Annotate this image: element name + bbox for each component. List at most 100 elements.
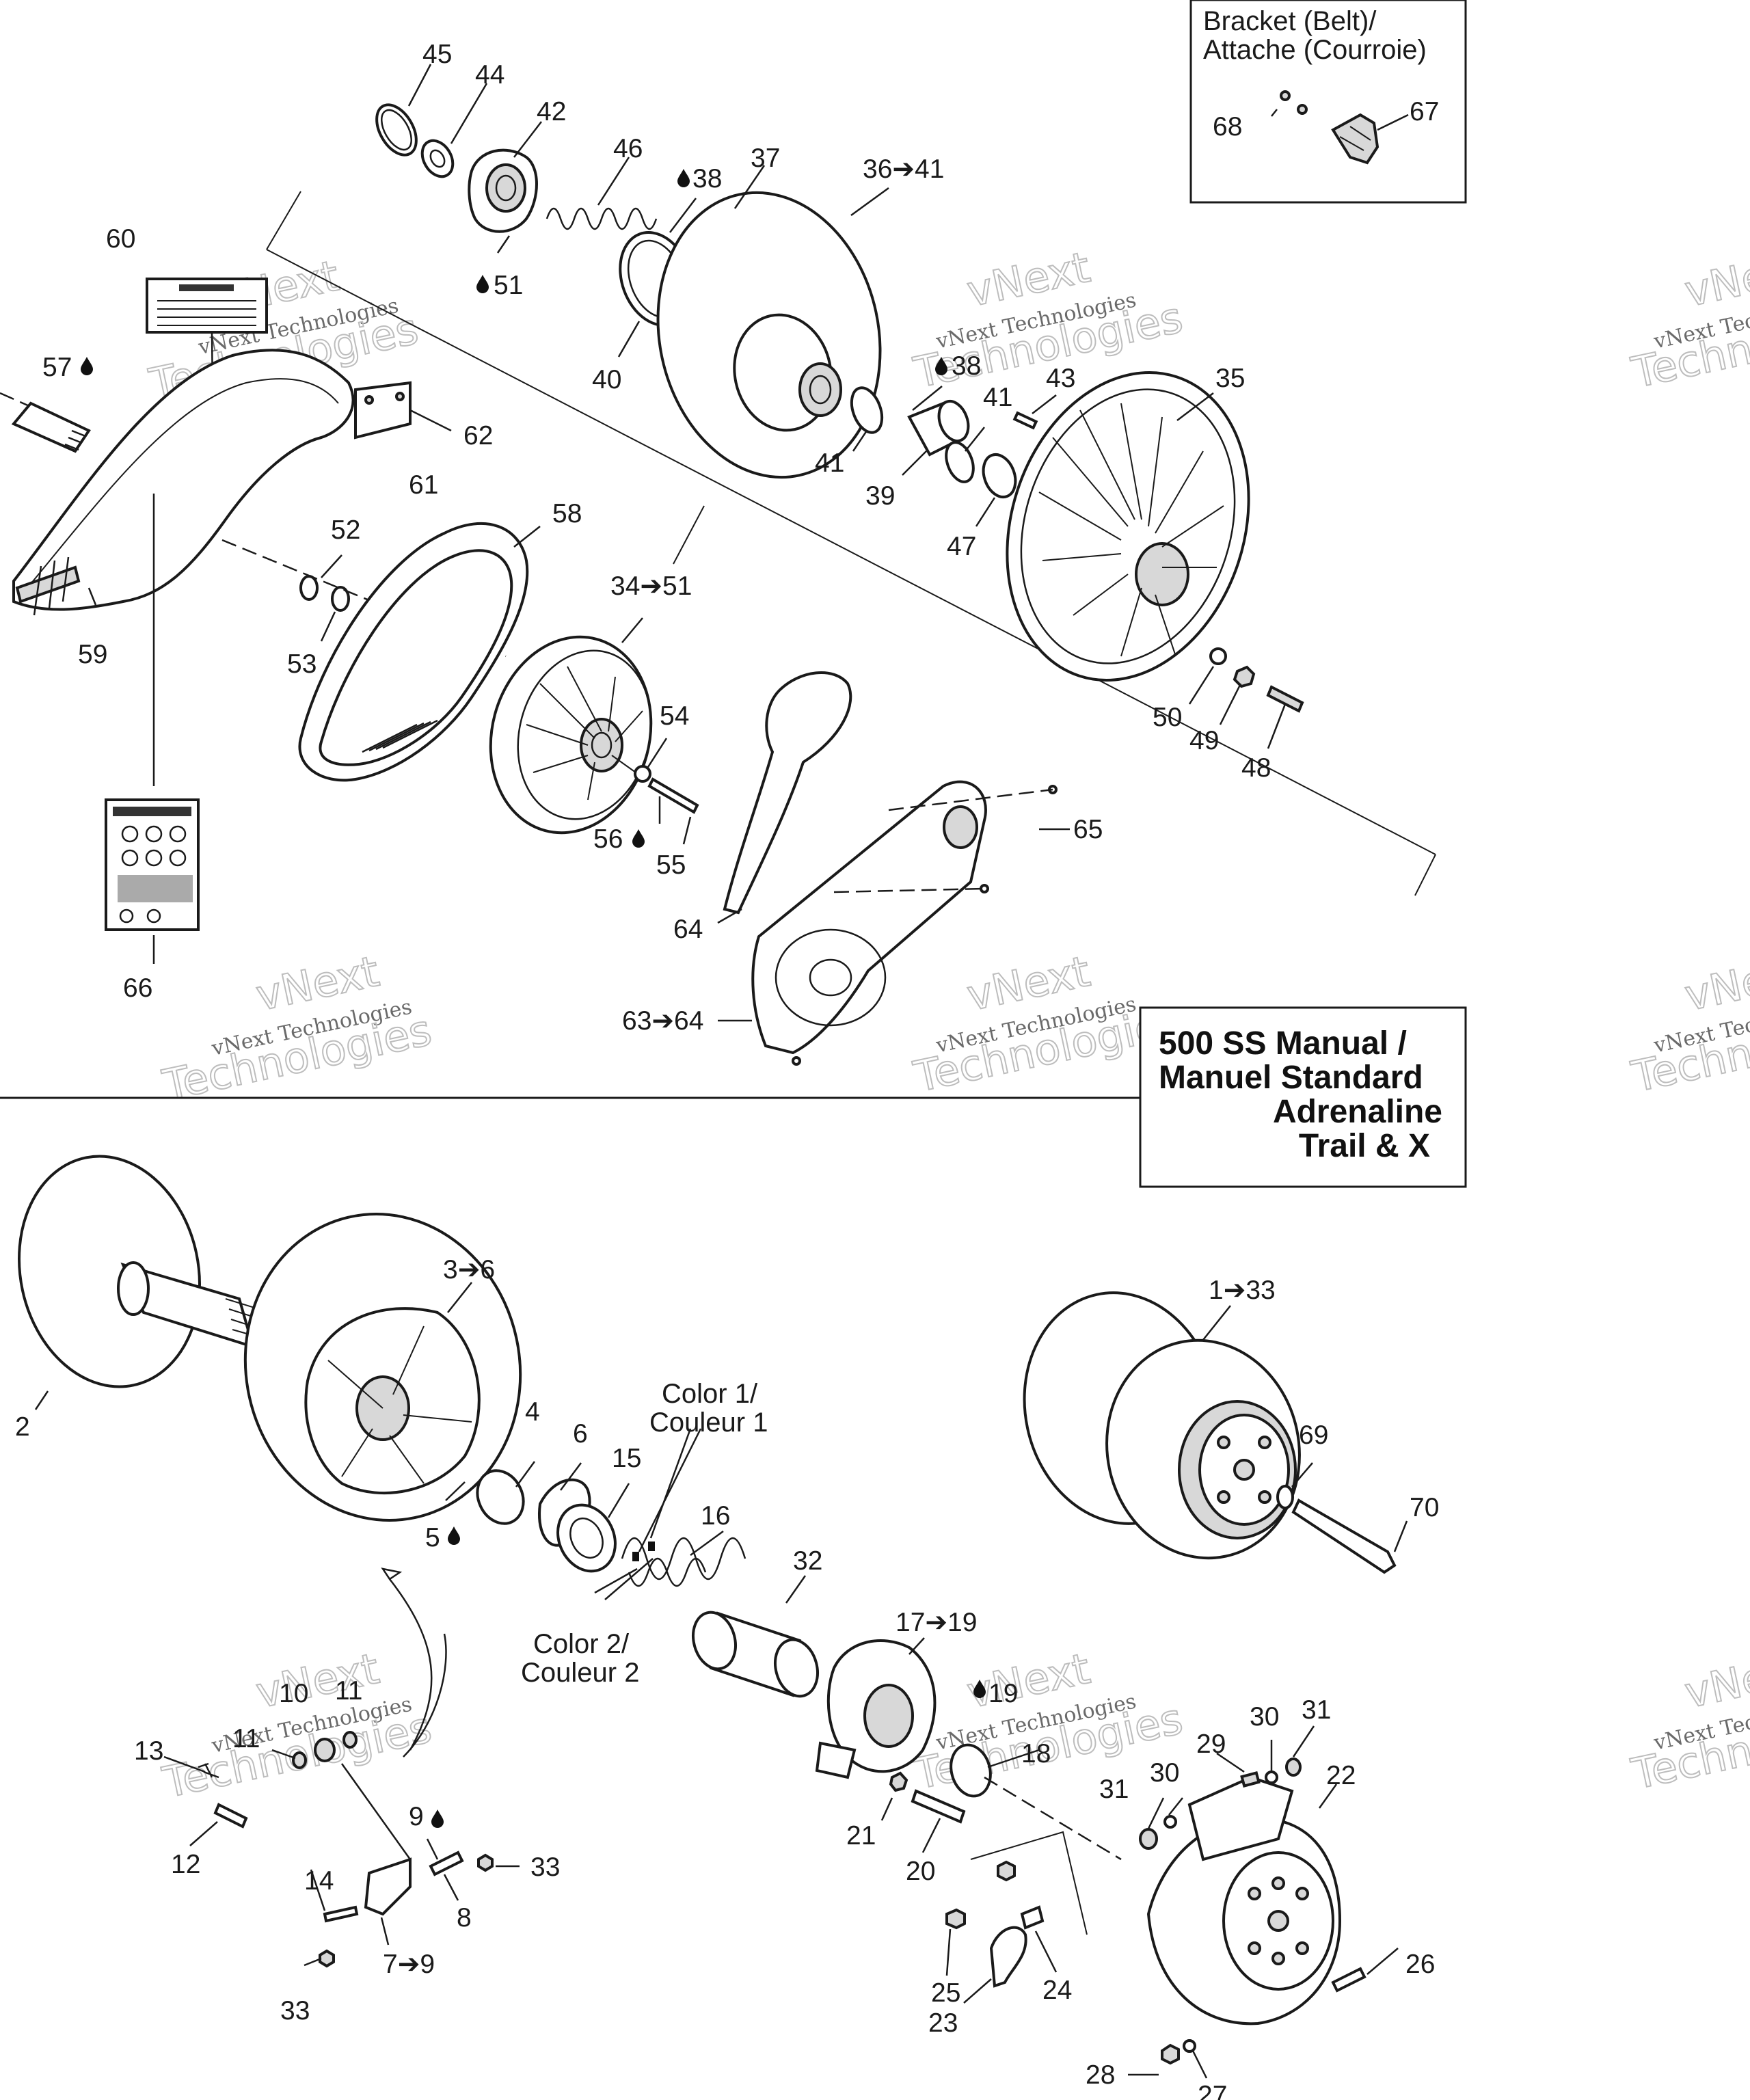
callouts-bottom: 3➔6 1➔33 2 4 6 15 Color 1/ Couleur 1 69 … bbox=[15, 1255, 1439, 2100]
callout-32: 32 bbox=[793, 1546, 822, 1576]
leaders-top bbox=[88, 64, 1287, 1022]
grease-icon bbox=[677, 169, 690, 187]
sleeve-32 bbox=[692, 1611, 819, 1698]
washer-11b bbox=[342, 1731, 358, 1749]
bracket-part-67 bbox=[1331, 113, 1379, 165]
cam-42 bbox=[468, 148, 538, 233]
callout-69: 69 bbox=[1299, 1421, 1328, 1450]
grease-icon bbox=[81, 357, 93, 375]
washer-30b bbox=[1163, 1815, 1177, 1829]
callout-11b: 11 bbox=[232, 1724, 260, 1753]
callout-45: 45 bbox=[422, 40, 452, 69]
screw-25b bbox=[997, 1860, 1016, 1882]
callout-1-33: 1➔33 bbox=[1209, 1276, 1276, 1305]
callout-22: 22 bbox=[1326, 1761, 1356, 1790]
arm-7-9 bbox=[364, 1857, 412, 1916]
inset-box: Bracket (Belt)/ Attache (Courroie) 67 68 bbox=[1189, 0, 1467, 204]
screw-33 bbox=[477, 1853, 494, 1872]
model-line2: Manuel Standard bbox=[1159, 1060, 1423, 1096]
grease-icon bbox=[476, 275, 489, 293]
callout-64: 64 bbox=[673, 915, 703, 944]
driven-pulley-34-51 bbox=[489, 635, 653, 835]
screw-33b bbox=[319, 1949, 335, 1968]
arrow-up-link bbox=[403, 1633, 447, 1758]
callout-4: 4 bbox=[525, 1397, 540, 1427]
washer-69 bbox=[1276, 1485, 1294, 1509]
callout-12: 12 bbox=[171, 1850, 200, 1879]
callout-66: 66 bbox=[123, 973, 152, 1003]
callout-31b: 31 bbox=[1099, 1775, 1129, 1804]
screw-part-68 bbox=[1280, 90, 1291, 101]
callout-2: 2 bbox=[15, 1412, 30, 1442]
callout-54: 54 bbox=[660, 701, 689, 731]
warning-label-60 bbox=[146, 278, 268, 334]
screw-48 bbox=[1266, 685, 1304, 713]
callout-8: 8 bbox=[457, 1903, 472, 1933]
callout-7-9: 7➔9 bbox=[383, 1950, 435, 1979]
grease-icon bbox=[632, 829, 645, 848]
callout-31: 31 bbox=[1302, 1695, 1331, 1725]
callout-5: 5 bbox=[425, 1523, 440, 1552]
callout-39: 39 bbox=[865, 481, 895, 511]
callout-47: 47 bbox=[947, 532, 976, 561]
callout-24: 24 bbox=[1042, 1976, 1072, 2005]
callout-37: 37 bbox=[751, 144, 780, 173]
instruction-label-66 bbox=[105, 798, 200, 931]
leaders-bottom bbox=[34, 1282, 1408, 2079]
bushing-39 bbox=[907, 399, 970, 457]
callout-52: 52 bbox=[331, 515, 360, 545]
callout-26: 26 bbox=[1405, 1950, 1435, 1979]
callout-53: 53 bbox=[287, 649, 317, 679]
inset-title-line1: Bracket (Belt)/ bbox=[1203, 6, 1377, 36]
callout-10: 10 bbox=[279, 1679, 308, 1708]
callout-55: 55 bbox=[656, 850, 686, 880]
callout-56: 56 bbox=[593, 824, 623, 854]
nut-49 bbox=[1233, 665, 1256, 688]
callout-29: 29 bbox=[1196, 1729, 1226, 1759]
fixed-sheave-2 bbox=[18, 1155, 274, 1388]
model-box: 500 SS Manual / Manuel Standard Adrenali… bbox=[1139, 1006, 1467, 1188]
callout-25: 25 bbox=[931, 1978, 960, 2008]
assembly-bracket-bottom bbox=[970, 1831, 1088, 1935]
callout-9: 9 bbox=[409, 1802, 424, 1831]
grease-icon bbox=[431, 1809, 444, 1828]
color1-line1: Color 1/ bbox=[662, 1379, 758, 1409]
callout-28: 28 bbox=[1086, 2060, 1115, 2090]
callout-33b: 33 bbox=[280, 1996, 310, 2025]
callout-20: 20 bbox=[906, 1857, 935, 1886]
washer-50 bbox=[1209, 647, 1227, 665]
belt-guard-59 bbox=[12, 349, 355, 616]
housing-22 bbox=[1146, 1775, 1342, 2025]
cap-31b bbox=[1139, 1828, 1158, 1850]
watermark-group: vNext vNext Technologies Technologies vN… bbox=[144, 241, 1750, 1808]
bolt-70 bbox=[1291, 1498, 1397, 1574]
callout-14: 14 bbox=[304, 1866, 334, 1896]
callout-42: 42 bbox=[537, 97, 566, 126]
callout-13: 13 bbox=[134, 1736, 163, 1766]
callout-57: 57 bbox=[42, 353, 72, 382]
callout-38b: 38 bbox=[952, 351, 981, 381]
callout-58: 58 bbox=[552, 499, 582, 528]
watermark-vnext: vNext bbox=[1680, 1643, 1750, 1718]
callout-62: 62 bbox=[463, 421, 493, 450]
callout-65: 65 bbox=[1073, 815, 1103, 844]
callout-17-19: 17➔19 bbox=[896, 1608, 977, 1637]
screw-25 bbox=[945, 1908, 966, 1930]
snap-ring-45 bbox=[375, 103, 418, 157]
callout-6: 6 bbox=[573, 1419, 588, 1449]
watermark-vnext: vNext bbox=[1680, 242, 1750, 317]
washer-47 bbox=[982, 453, 1017, 498]
washer-44 bbox=[420, 139, 455, 178]
cap-31 bbox=[1285, 1758, 1302, 1777]
bushing-8 bbox=[429, 1850, 464, 1876]
cover-63-64 bbox=[751, 780, 987, 1055]
pin-24 bbox=[1020, 1905, 1045, 1930]
callout-41: 41 bbox=[983, 383, 1012, 412]
callout-18: 18 bbox=[1021, 1739, 1051, 1768]
watermark-vnext: vNext bbox=[1680, 946, 1750, 1021]
grease-icon bbox=[448, 1526, 460, 1545]
pin-12 bbox=[213, 1803, 248, 1829]
callout-21: 21 bbox=[846, 1821, 876, 1850]
ring-41 bbox=[850, 386, 884, 434]
